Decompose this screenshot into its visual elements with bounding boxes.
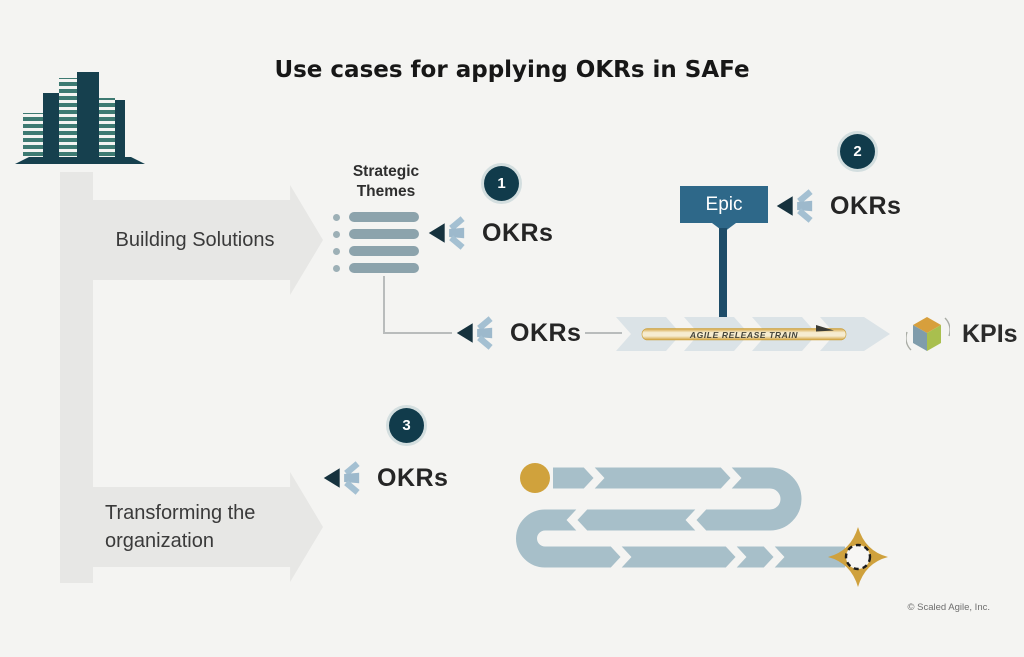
okr-label: OKRs	[377, 463, 449, 492]
theme-list-row	[333, 246, 425, 256]
connector-okr-left	[383, 332, 452, 334]
okr-unit-art: OKRs	[455, 305, 581, 361]
okr-megaphone-icon	[456, 316, 493, 350]
theme-list-row	[333, 212, 425, 222]
connector-themes-to-okr	[383, 276, 385, 333]
okr-label: OKRs	[510, 318, 582, 347]
strategic-themes-label: Strategic Themes	[352, 163, 420, 200]
epic-label: Epic	[705, 193, 743, 215]
okr-label: OKRs	[830, 191, 902, 220]
step-badge-2: 2	[840, 134, 875, 169]
okr-megaphone-icon	[323, 461, 360, 495]
step-badge-1: 1	[484, 166, 519, 201]
step-badge-3: 3	[389, 408, 424, 443]
kpi-unit: KPIs	[906, 310, 1018, 358]
strategic-themes-list-icon	[333, 212, 425, 280]
theme-list-row	[333, 263, 425, 273]
flow-spine	[60, 172, 93, 583]
okr-label: OKRs	[482, 218, 554, 247]
copyright-text: © Scaled Agile, Inc.	[907, 602, 990, 613]
flow-label-building-solutions: Building Solutions	[115, 229, 275, 251]
kpi-label: KPIs	[962, 319, 1018, 348]
okr-unit-transformation: OKRs	[322, 450, 448, 506]
flow-arrow-building-solutions: Building Solutions	[93, 185, 323, 295]
theme-list-row	[333, 229, 425, 239]
epic-box: Epic	[680, 186, 768, 223]
path-start-dot	[520, 463, 550, 493]
flow-arrow-transforming-organization: Transforming the organization	[93, 472, 323, 582]
compass-goal-icon	[828, 527, 888, 587]
connector-okr-to-art	[585, 332, 622, 334]
okr-megaphone-icon	[776, 189, 813, 223]
okr-unit-epic: OKRs	[775, 178, 901, 234]
art-label: AGILE RELEASE TRAIN	[689, 330, 798, 340]
flow-label-transforming-line1: Transforming the	[105, 502, 256, 524]
epic-connector-stem	[719, 228, 727, 320]
buildings-logo-icon	[15, 72, 145, 164]
page-title: Use cases for applying OKRs in SAFe	[274, 57, 750, 83]
transformation-journey-path	[516, 461, 888, 587]
okr-megaphone-icon	[428, 216, 465, 250]
epic-pointer	[712, 223, 736, 232]
agile-release-train-banner: AGILE RELEASE TRAIN	[616, 317, 890, 351]
kpi-cube-icon	[906, 317, 950, 351]
flow-label-transforming-line2: organization	[105, 530, 214, 552]
okr-unit-strategic-themes: OKRs	[427, 205, 553, 261]
